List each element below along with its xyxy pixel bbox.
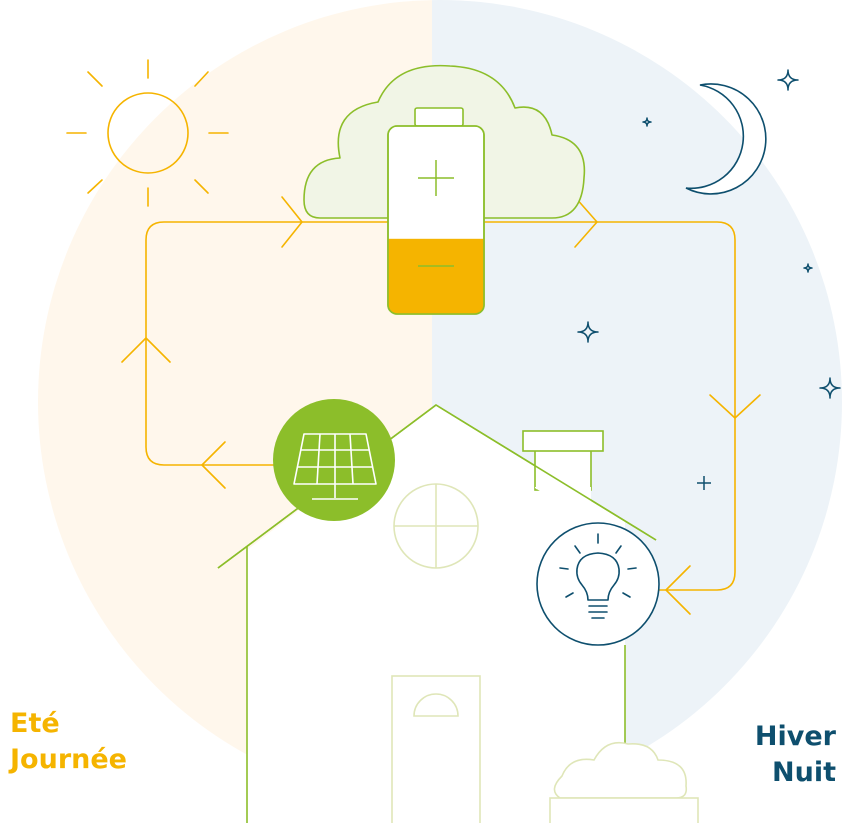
label-nuit: Nuit	[772, 757, 836, 788]
light-bulb-icon	[536, 522, 660, 646]
flow-arrow	[201, 441, 226, 489]
plus-sign-icon	[418, 160, 454, 196]
battery-charge-fill	[388, 238, 484, 314]
star-icon	[777, 69, 799, 91]
round-window	[393, 483, 479, 569]
flow-arrow	[665, 565, 691, 615]
label-ete: Eté	[10, 708, 60, 739]
flow-arrow	[574, 196, 598, 248]
day-summer-label: Eté Journée	[10, 706, 127, 778]
label-hiver: Hiver	[754, 721, 836, 752]
label-journee: Journée	[10, 744, 127, 775]
moon-icon	[685, 83, 767, 195]
chimney	[522, 430, 604, 522]
sun-icon	[66, 59, 229, 207]
bush	[549, 741, 699, 823]
flow-arrow	[121, 337, 171, 363]
door	[391, 675, 481, 823]
plus-star-icon	[697, 476, 711, 490]
star-icon	[642, 117, 652, 127]
star-icon	[803, 263, 813, 273]
flow-arrow	[709, 394, 761, 419]
solar-panel-icon	[273, 399, 395, 521]
night-winter-label: Hiver Nuit	[755, 719, 836, 791]
star-icon	[819, 377, 841, 399]
star-icon	[577, 321, 599, 343]
battery-icon	[387, 107, 485, 315]
flow-arrow	[281, 196, 303, 248]
